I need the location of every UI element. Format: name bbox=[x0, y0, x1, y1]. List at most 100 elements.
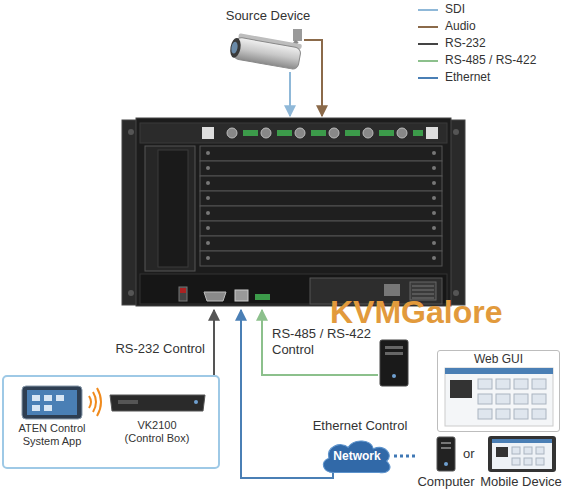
control-app: ATEN Control System App bbox=[9, 422, 95, 448]
camera-icon bbox=[229, 37, 242, 58]
mobile-device-icon bbox=[536, 458, 544, 465]
card-slots bbox=[206, 181, 210, 185]
matrix-chassis bbox=[277, 130, 292, 136]
matrix-chassis bbox=[204, 292, 226, 301]
camera-icon bbox=[229, 29, 302, 70]
computer-icon bbox=[444, 462, 448, 466]
card-slots bbox=[432, 196, 436, 200]
web-gui-screenshot bbox=[532, 379, 546, 389]
web-gui-screenshot bbox=[496, 379, 510, 389]
web-gui-panel: Web GUI bbox=[437, 350, 560, 432]
matrix-chassis bbox=[453, 129, 459, 135]
matrix-chassis bbox=[128, 290, 134, 296]
camera-icon bbox=[233, 37, 302, 70]
mobile-device-icon bbox=[488, 436, 556, 472]
matrix-chassis bbox=[295, 128, 305, 138]
matrix-chassis bbox=[140, 123, 447, 143]
matrix-chassis bbox=[379, 130, 394, 136]
legend-text: Ethernet bbox=[445, 70, 490, 84]
matrix-chassis bbox=[227, 128, 237, 138]
matrix-chassis bbox=[243, 130, 258, 136]
rs485-computer-icon bbox=[380, 340, 408, 386]
web-gui-screenshot bbox=[496, 409, 510, 419]
device-label: Source Device bbox=[226, 8, 311, 24]
control-panel bbox=[56, 395, 64, 401]
legend-text: RS-232 bbox=[445, 36, 486, 50]
web-gui-screenshot bbox=[478, 379, 492, 389]
matrix-chassis bbox=[311, 130, 326, 136]
web-gui-screenshot bbox=[514, 394, 528, 404]
mobile-device-icon bbox=[524, 447, 532, 454]
card-slots bbox=[432, 226, 436, 230]
mobile-device-icon bbox=[496, 447, 508, 457]
camera-icon bbox=[293, 29, 302, 41]
matrix-chassis bbox=[122, 118, 465, 306]
control-label: RS-232 Control bbox=[115, 341, 205, 357]
matrix-chassis bbox=[345, 130, 360, 136]
control-box: VK2100 (Control Box) bbox=[119, 419, 195, 445]
card-slots bbox=[206, 211, 210, 215]
web-gui-screenshot bbox=[478, 409, 492, 419]
mobile-device-icon bbox=[524, 458, 532, 465]
rs485-computer-icon bbox=[385, 346, 403, 349]
card-slots bbox=[200, 146, 442, 161]
web-gui-screenshot bbox=[450, 380, 472, 398]
matrix-chassis bbox=[426, 127, 438, 139]
web-gui-screenshot bbox=[445, 368, 553, 374]
device-label: Mobile Device bbox=[480, 474, 562, 490]
computer-icon bbox=[437, 437, 455, 471]
legend-line bbox=[418, 43, 438, 45]
control-panel bbox=[3, 376, 219, 468]
legend-line bbox=[418, 9, 438, 11]
matrix-chassis bbox=[179, 287, 187, 301]
web-gui-screenshot bbox=[532, 394, 546, 404]
camera-icon bbox=[230, 41, 238, 54]
card-slots bbox=[200, 221, 442, 236]
matrix-chassis bbox=[413, 130, 423, 136]
matrix-chassis bbox=[145, 146, 195, 271]
device-label: Computer bbox=[417, 474, 474, 490]
control-panel bbox=[32, 405, 40, 411]
mobile-device-icon bbox=[512, 447, 520, 454]
source-device: Source Device bbox=[226, 8, 311, 24]
control-panel bbox=[27, 390, 77, 415]
web-gui-screenshot bbox=[514, 379, 528, 389]
matrix-chassis bbox=[128, 129, 134, 135]
matrix-chassis bbox=[180, 288, 186, 293]
device-label: VK2100 (Control Box) bbox=[119, 419, 195, 445]
card-slots bbox=[200, 236, 442, 251]
card-slots bbox=[206, 226, 210, 230]
matrix-chassis bbox=[158, 150, 188, 267]
matrix-chassis bbox=[397, 128, 407, 138]
card-slots bbox=[206, 256, 210, 260]
legend-line bbox=[418, 77, 438, 79]
matrix-chassis bbox=[261, 128, 271, 138]
card-slots bbox=[432, 181, 436, 185]
control-panel bbox=[93, 392, 96, 412]
matrix-chassis bbox=[136, 118, 451, 306]
mobile-device-icon bbox=[492, 439, 552, 469]
control-panel bbox=[22, 386, 82, 419]
matrix-chassis bbox=[255, 294, 270, 300]
control-panel bbox=[97, 388, 101, 416]
card-slots bbox=[200, 146, 442, 266]
control-panel bbox=[194, 400, 198, 404]
mobile-device: Mobile Device bbox=[480, 432, 562, 490]
card-slots bbox=[200, 161, 442, 176]
control-panel bbox=[3, 376, 219, 468]
card-slots bbox=[432, 151, 436, 155]
rs485-computer-icon bbox=[392, 374, 396, 378]
web-gui-screenshot bbox=[496, 394, 510, 404]
web-gui-screenshot bbox=[478, 394, 492, 404]
control-label: RS-485 / RS-422 Control bbox=[272, 326, 384, 357]
device-label: ATEN Control System App bbox=[9, 422, 95, 448]
watermark: KVMGalore bbox=[330, 293, 502, 331]
panel-title: Web GUI bbox=[438, 352, 559, 366]
cloud-shape bbox=[323, 441, 390, 473]
computer-icon bbox=[437, 437, 455, 471]
card-slots bbox=[200, 191, 442, 206]
card-slots bbox=[200, 206, 442, 221]
control-panel bbox=[118, 400, 138, 404]
control-panel bbox=[32, 395, 40, 401]
